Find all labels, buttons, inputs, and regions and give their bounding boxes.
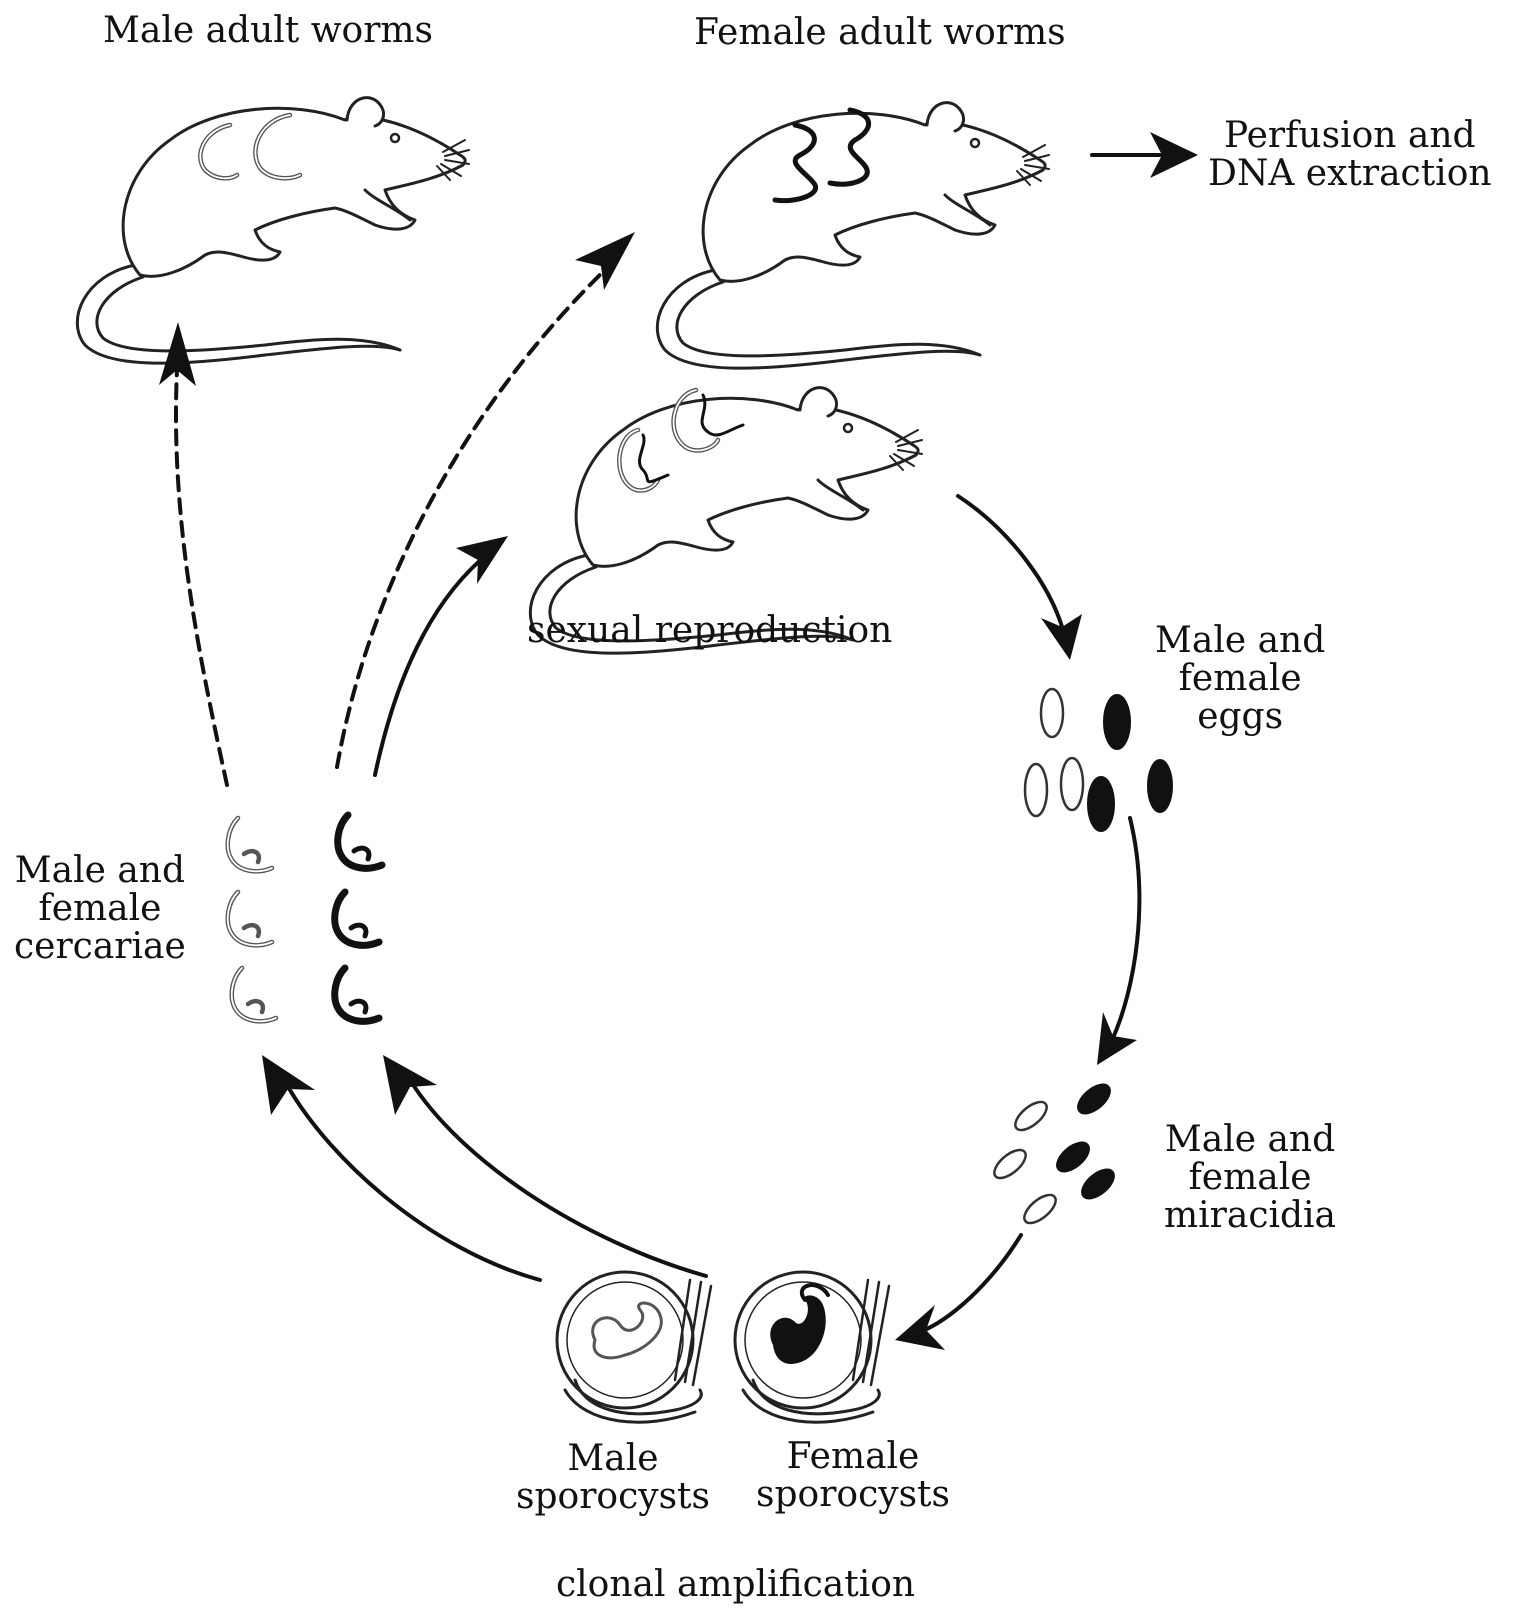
female-sporocyst-snail-icon	[735, 1272, 889, 1422]
label-male-sporocysts: Male sporocysts	[516, 1440, 710, 1516]
eggs-line-2: female	[1155, 660, 1325, 698]
arrow-female-sporocysts-to-cercariae	[383, 1055, 706, 1276]
miracidia-line-1: Male and	[1164, 1121, 1336, 1159]
female-sporocysts-line-2: sporocysts	[756, 1476, 950, 1514]
label-miracidia: Male and female miracidia	[1164, 1121, 1336, 1234]
miracidia-line-3: miracidia	[1164, 1197, 1336, 1235]
female-cercariae-icon	[335, 815, 382, 1021]
arrow-to-eggs	[958, 496, 1082, 660]
male-sporocysts-line-1: Male	[516, 1440, 710, 1478]
female-sporocysts-line-1: Female	[756, 1438, 950, 1476]
eggs-line-3: eggs	[1155, 698, 1325, 736]
eggs-icon	[1025, 689, 1172, 831]
male-sporocyst-snail-icon	[557, 1272, 711, 1422]
dashed-arrow-to-male-worms	[159, 322, 227, 785]
label-cercariae: Male and female cercariae	[14, 852, 186, 965]
rat-male-worms	[77, 98, 469, 364]
arrow-to-sporocysts	[895, 1235, 1021, 1350]
label-male-adult-worms: Male adult worms	[103, 12, 433, 50]
miracidia-icon	[990, 1079, 1119, 1228]
arrow-to-perfusion	[1092, 132, 1198, 178]
label-sexual-reproduction: sexual reproduction	[527, 612, 892, 650]
rat-female-worms	[657, 103, 1049, 369]
label-eggs: Male and female eggs	[1155, 622, 1325, 735]
cercariae-line-3: cercariae	[14, 928, 186, 966]
perfusion-line-1: Perfusion and	[1208, 117, 1492, 155]
cercariae-line-1: Male and	[14, 852, 186, 890]
perfusion-line-2: DNA extraction	[1208, 155, 1492, 193]
miracidia-line-2: female	[1164, 1159, 1336, 1197]
male-cercariae-icon	[228, 818, 276, 1021]
arrow-to-miracidia	[1097, 818, 1139, 1065]
arrow-to-sexual-reproduction	[375, 536, 508, 775]
cercariae-line-2: female	[14, 890, 186, 928]
eggs-line-1: Male and	[1155, 622, 1325, 660]
label-female-sporocysts: Female sporocysts	[756, 1438, 950, 1514]
male-sporocysts-line-2: sporocysts	[516, 1478, 710, 1516]
label-clonal-amplification: clonal amplification	[556, 1566, 915, 1604]
label-female-adult-worms: Female adult worms	[694, 14, 1066, 52]
label-perfusion-dna: Perfusion and DNA extraction	[1208, 117, 1492, 193]
